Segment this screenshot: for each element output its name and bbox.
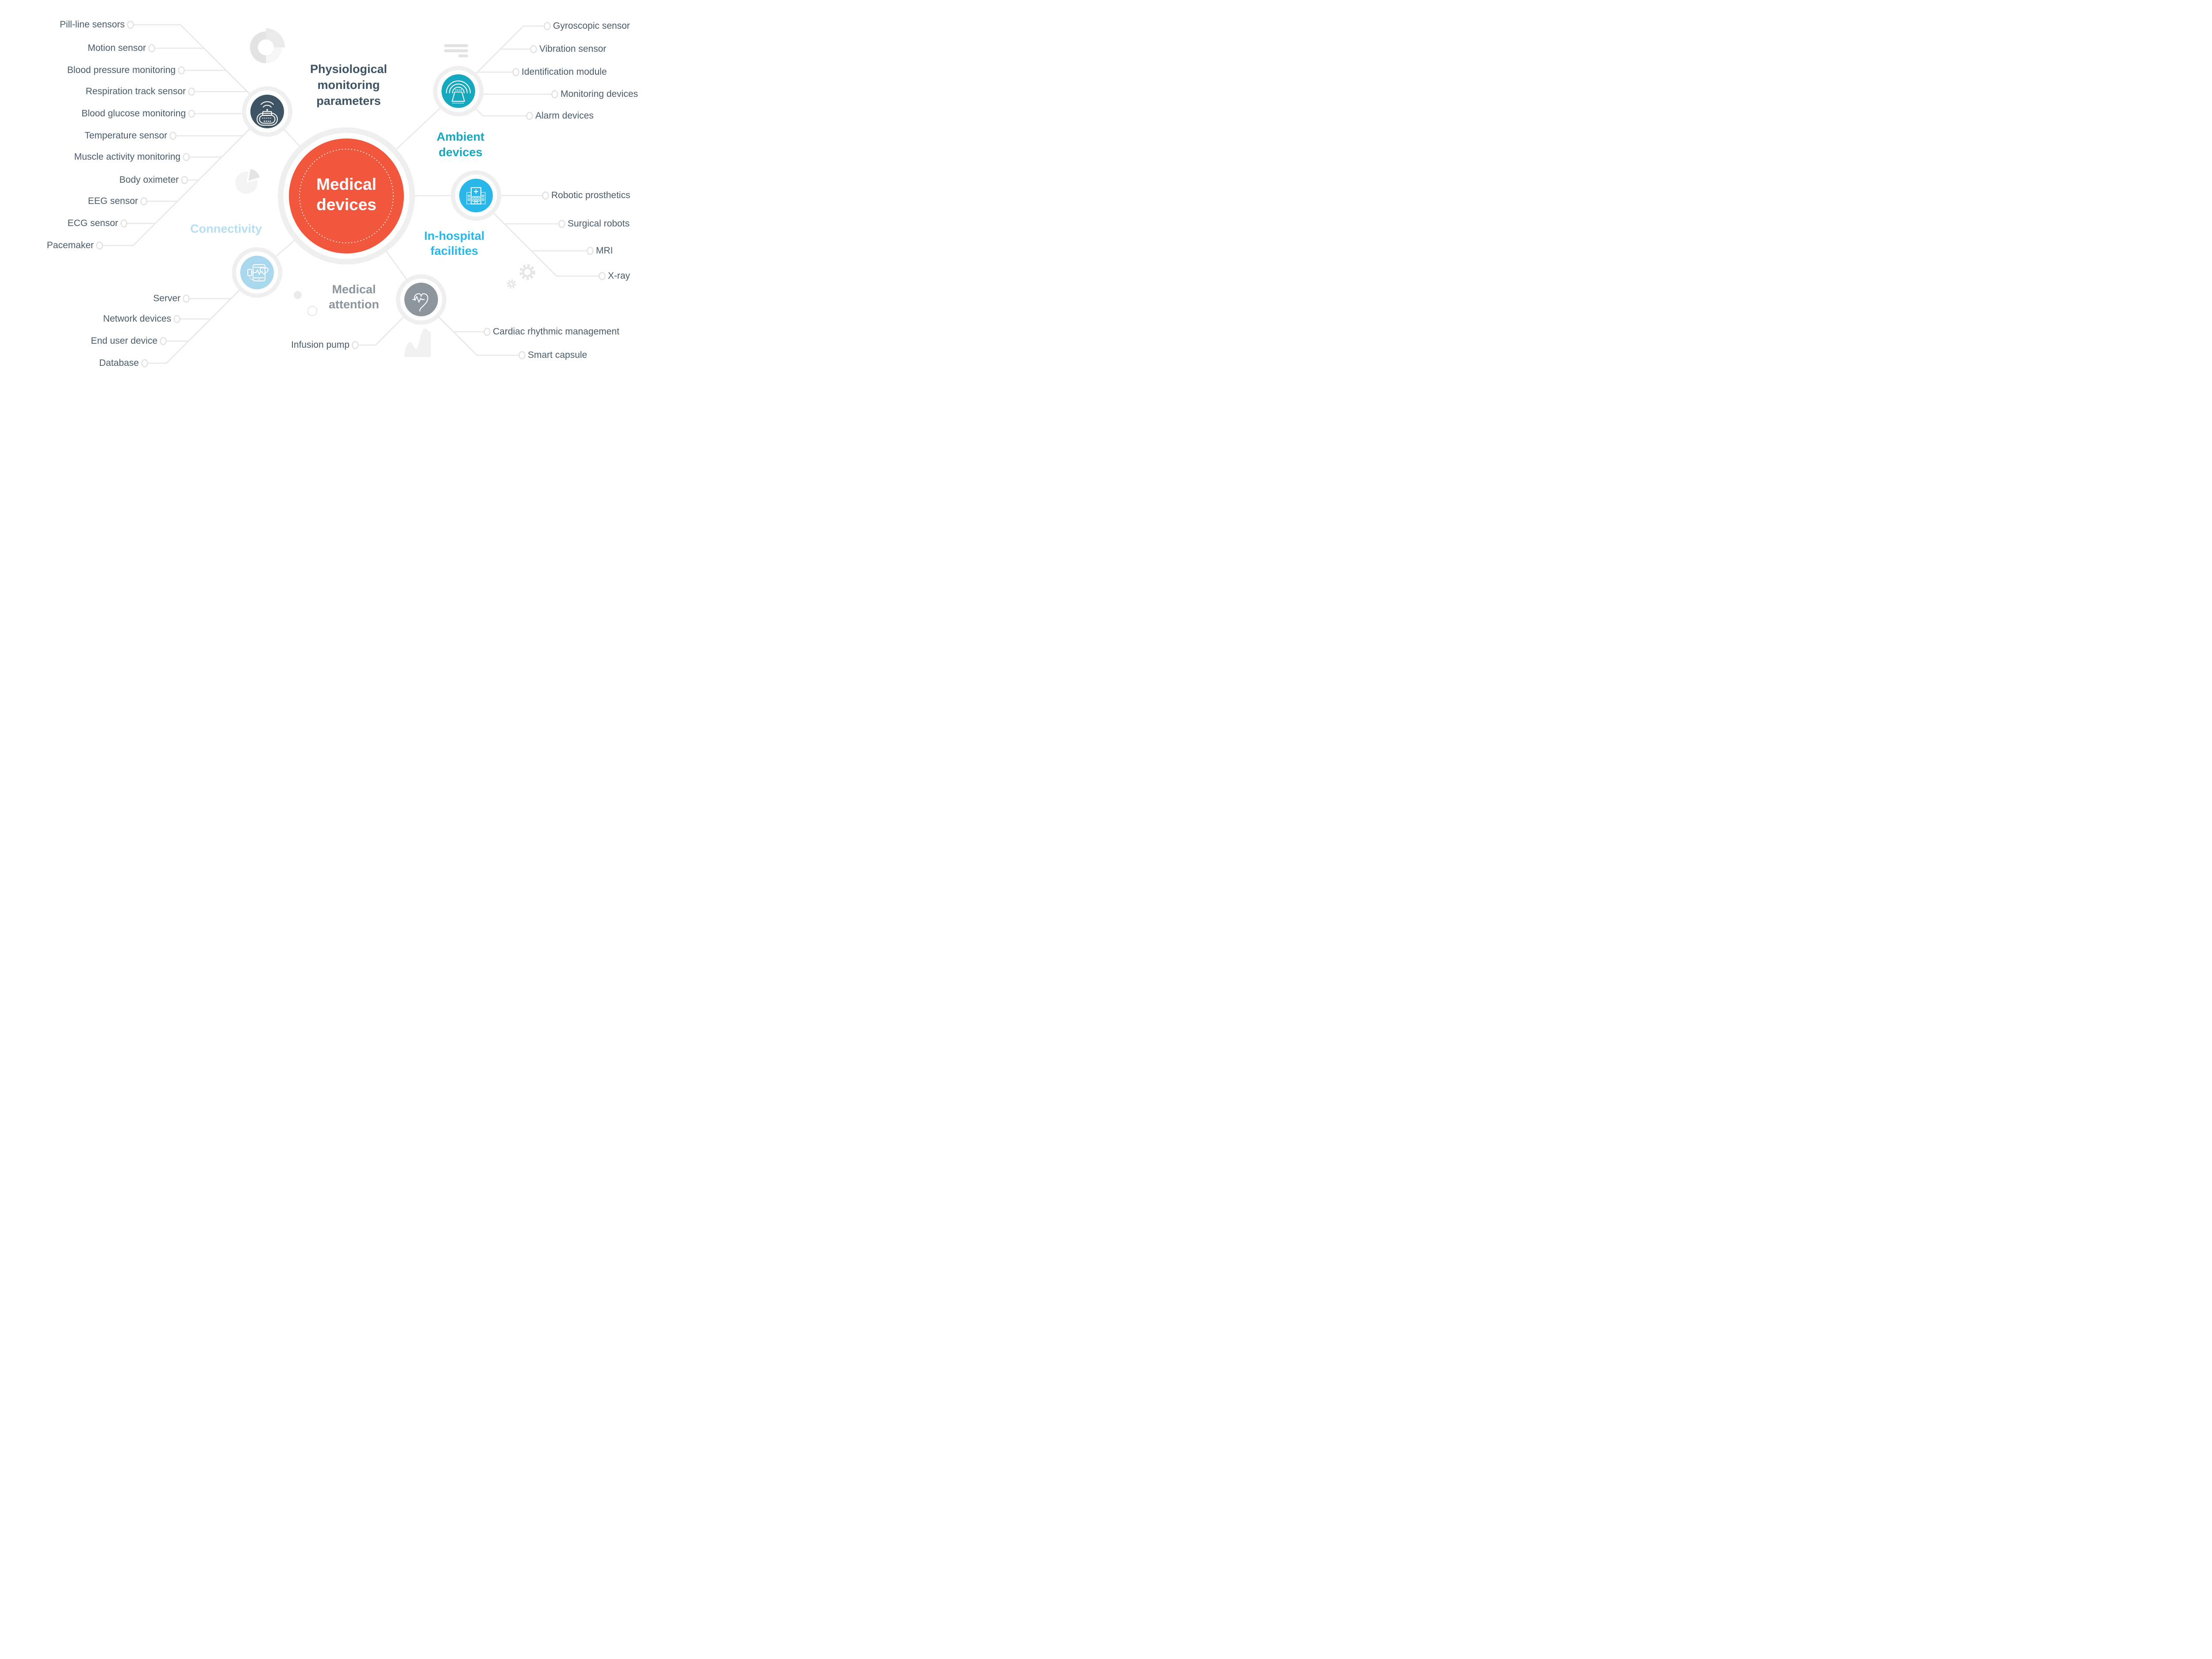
group-heading-physiological: Physiological monitoring parameters xyxy=(310,62,388,108)
item-label-motion-sensor: Motion sensor xyxy=(88,43,146,53)
item-label-infusion-pump: Infusion pump xyxy=(291,340,349,350)
group-heading-connectivity: Connectivity xyxy=(190,222,262,235)
dotted-inner-circle xyxy=(299,149,394,243)
item-label-pill-line-sensors: Pill-line sensors xyxy=(59,19,125,30)
item-label-alarm-devices: Alarm devices xyxy=(535,111,594,121)
area-chart-icon xyxy=(404,328,431,357)
item-label-mri: MRI xyxy=(596,246,613,256)
group-heading-ambient: Ambient devices xyxy=(437,130,484,159)
wearable-tracker-wifi-icon xyxy=(257,101,278,126)
circle-outline-icon xyxy=(307,306,318,316)
item-label-end-user-device: End user device xyxy=(91,336,157,346)
gears-icon xyxy=(507,264,535,289)
item-label-identification-module: Identification module xyxy=(522,67,607,77)
item-markers xyxy=(96,20,606,368)
dot-icon xyxy=(294,291,302,299)
item-label-robotic-prosthetics: Robotic prosthetics xyxy=(551,190,630,200)
menu-bars-icon xyxy=(444,44,468,58)
heart-pulse-icon xyxy=(412,293,428,311)
item-label-vibration-sensor: Vibration sensor xyxy=(539,44,607,54)
item-label-smart-capsule: Smart capsule xyxy=(528,350,588,360)
item-label-blood-glucose-monitoring: Blood glucose monitoring xyxy=(81,108,186,119)
center-label: Medical devices xyxy=(316,175,376,214)
hub-physiological xyxy=(242,86,292,137)
item-label-muscle-activity-monitoring: Muscle activity monitoring xyxy=(74,152,180,162)
item-label-server: Server xyxy=(153,293,180,303)
hospital-building-icon xyxy=(466,187,486,204)
center-hub xyxy=(278,127,415,265)
hub-connectivity xyxy=(232,247,282,298)
item-label-body-oximeter: Body oximeter xyxy=(119,175,179,185)
donut-chart-icon xyxy=(250,28,285,63)
item-label-database: Database xyxy=(99,358,139,368)
item-label-surgical-robots: Surgical robots xyxy=(568,219,630,229)
group-heading-in-hospital: In-hospital facilities xyxy=(424,229,485,257)
hub-ambient xyxy=(433,66,484,116)
pie-chart-icon xyxy=(235,169,260,194)
item-label-x-ray: X-ray xyxy=(608,271,630,281)
ambient-sensor-signal-icon xyxy=(446,81,471,104)
item-label-eeg-sensor: EEG sensor xyxy=(88,196,138,206)
hub-in-hospital xyxy=(451,170,501,221)
item-label-network-devices: Network devices xyxy=(103,314,171,324)
item-label-temperature-sensor: Temperature sensor xyxy=(84,131,167,141)
item-label-cardiac-rhythmic-management: Cardiac rhythmic management xyxy=(493,326,619,337)
item-label-gyroscopic-sensor: Gyroscopic sensor xyxy=(553,21,630,31)
smartphone-health-monitor-icon xyxy=(247,264,269,281)
diagram-scene xyxy=(96,20,606,368)
hub-medical-attention xyxy=(396,274,446,325)
item-label-monitoring-devices: Monitoring devices xyxy=(561,89,638,99)
item-label-ecg-sensor: ECG sensor xyxy=(67,218,118,228)
item-label-respiration-track-sensor: Respiration track sensor xyxy=(85,86,186,96)
infographic-canvas: Medical devices Physiological monitoring… xyxy=(0,0,694,390)
item-label-pacemaker: Pacemaker xyxy=(46,240,94,250)
group-heading-medical-attention: Medical attention xyxy=(329,283,379,311)
item-label-blood-pressure-monitoring: Blood pressure monitoring xyxy=(67,65,176,75)
